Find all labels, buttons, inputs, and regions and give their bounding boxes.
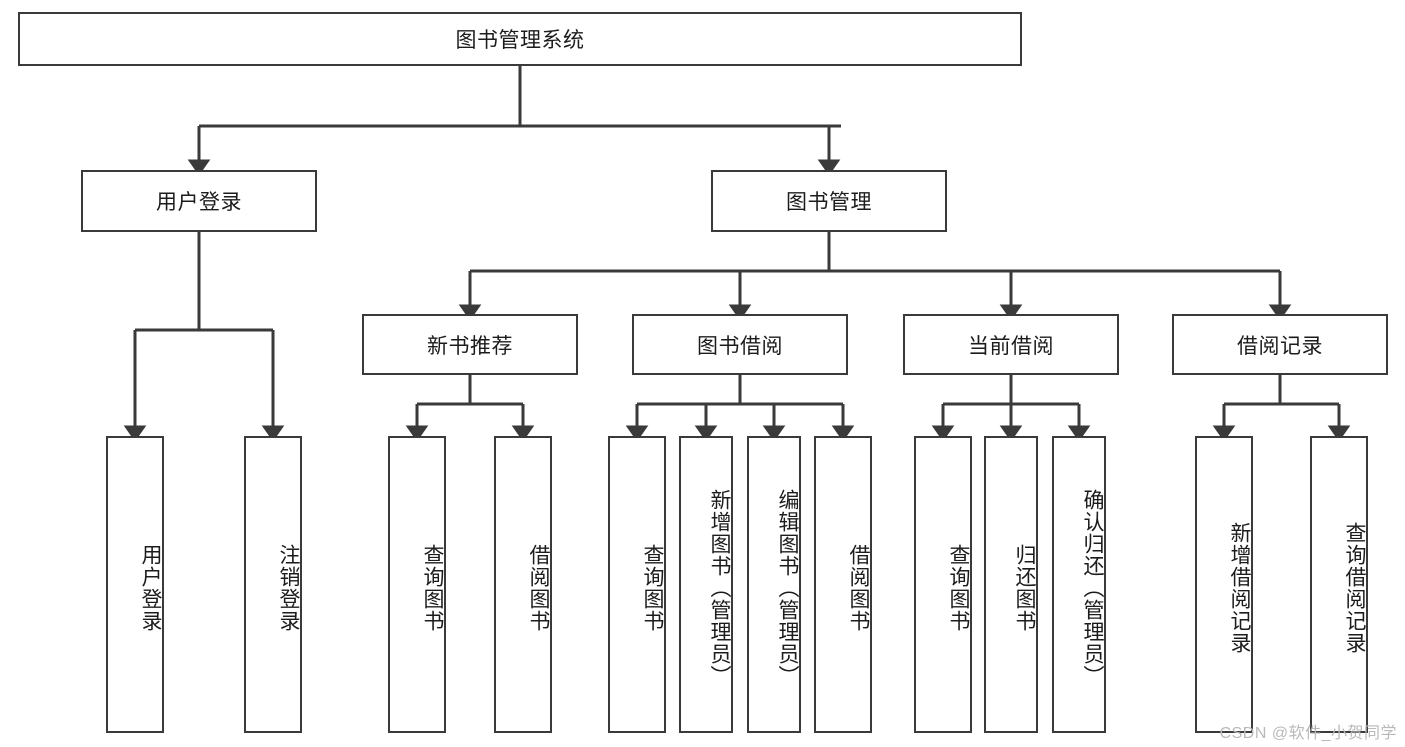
leaf-book-borrow-add-book-admin[interactable]: 新增图书（管理员） — [679, 436, 733, 733]
node-book-management[interactable]: 图书管理 — [711, 170, 947, 232]
node-current-borrow[interactable]: 当前借阅 — [903, 314, 1119, 375]
leaf-new-book-query-book[interactable]: 查询图书 — [388, 436, 446, 733]
leaf-borrow-record-add-record[interactable]: 新增借阅记录 — [1195, 436, 1253, 733]
leaf-current-borrow-return-book[interactable]: 归还图书 — [984, 436, 1038, 733]
node-borrow-record[interactable]: 借阅记录 — [1172, 314, 1388, 375]
node-book-borrow[interactable]: 图书借阅 — [632, 314, 848, 375]
leaf-user-login-logout[interactable]: 注销登录 — [244, 436, 302, 733]
leaf-current-borrow-query-book[interactable]: 查询图书 — [914, 436, 972, 733]
leaf-current-borrow-confirm-return-admin[interactable]: 确认归还（管理员） — [1052, 436, 1106, 733]
leaf-book-borrow-borrow-book[interactable]: 借阅图书 — [814, 436, 872, 733]
node-root-book-management-system[interactable]: 图书管理系统 — [18, 12, 1022, 66]
leaf-new-book-borrow-book[interactable]: 借阅图书 — [494, 436, 552, 733]
leaf-user-login-login[interactable]: 用户登录 — [106, 436, 164, 733]
node-new-book-recommend[interactable]: 新书推荐 — [362, 314, 578, 375]
leaf-book-borrow-query-book[interactable]: 查询图书 — [608, 436, 666, 733]
node-user-login[interactable]: 用户登录 — [81, 170, 317, 232]
leaf-book-borrow-edit-book-admin[interactable]: 编辑图书（管理员） — [747, 436, 801, 733]
leaf-borrow-record-query-record[interactable]: 查询借阅记录 — [1310, 436, 1368, 733]
csdn-watermark: CSDN @软件_小贺同学 — [1219, 725, 1397, 742]
